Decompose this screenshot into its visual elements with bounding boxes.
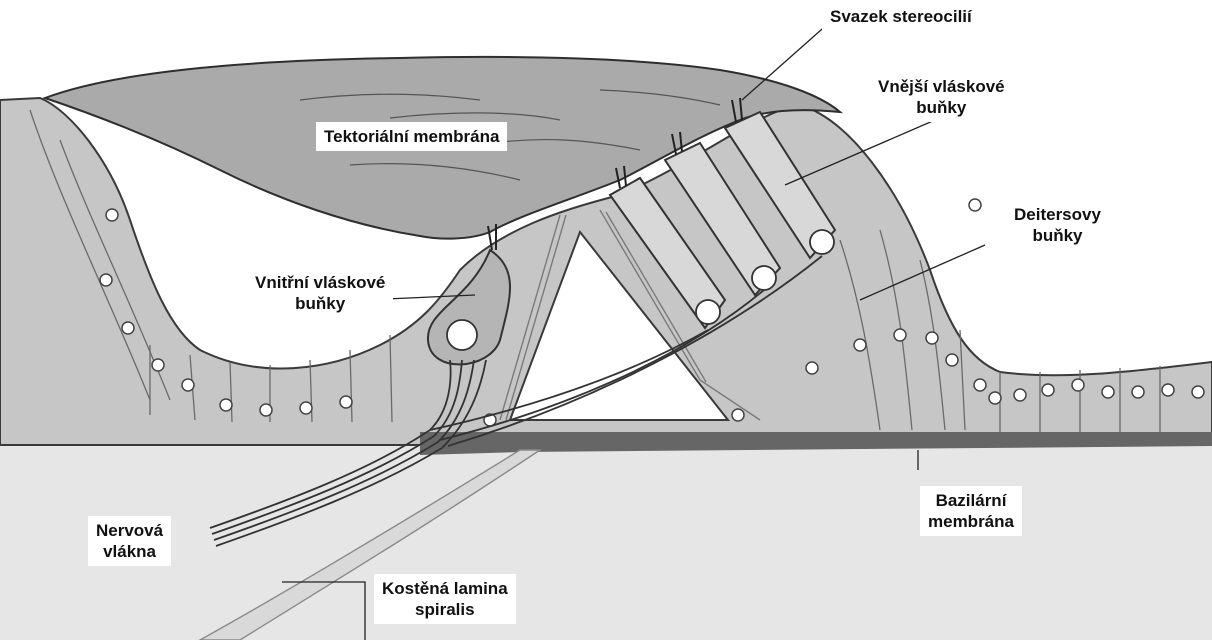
label-outer-hair-cells: Vnější vláskové buňky <box>870 72 1013 122</box>
label-stereocilia-bundle: Svazek stereocilií <box>822 2 980 31</box>
label-basilar-membrane: Bazilární membrána <box>920 486 1022 536</box>
label-tectorial-membrane: Tektoriální membrána <box>316 122 507 151</box>
inner-hair-cell-nucleus <box>447 320 477 350</box>
label-nerve-fibres: Nervová vlákna <box>88 516 171 566</box>
label-inner-hair-cells: Vnitřní vláskové buňky <box>247 268 393 318</box>
label-osseous-spiral-lamina: Kostěná lamina spiralis <box>374 574 516 624</box>
lower-region <box>0 445 1212 640</box>
label-deiters-cells: Deitersovy buňky <box>1006 200 1109 250</box>
